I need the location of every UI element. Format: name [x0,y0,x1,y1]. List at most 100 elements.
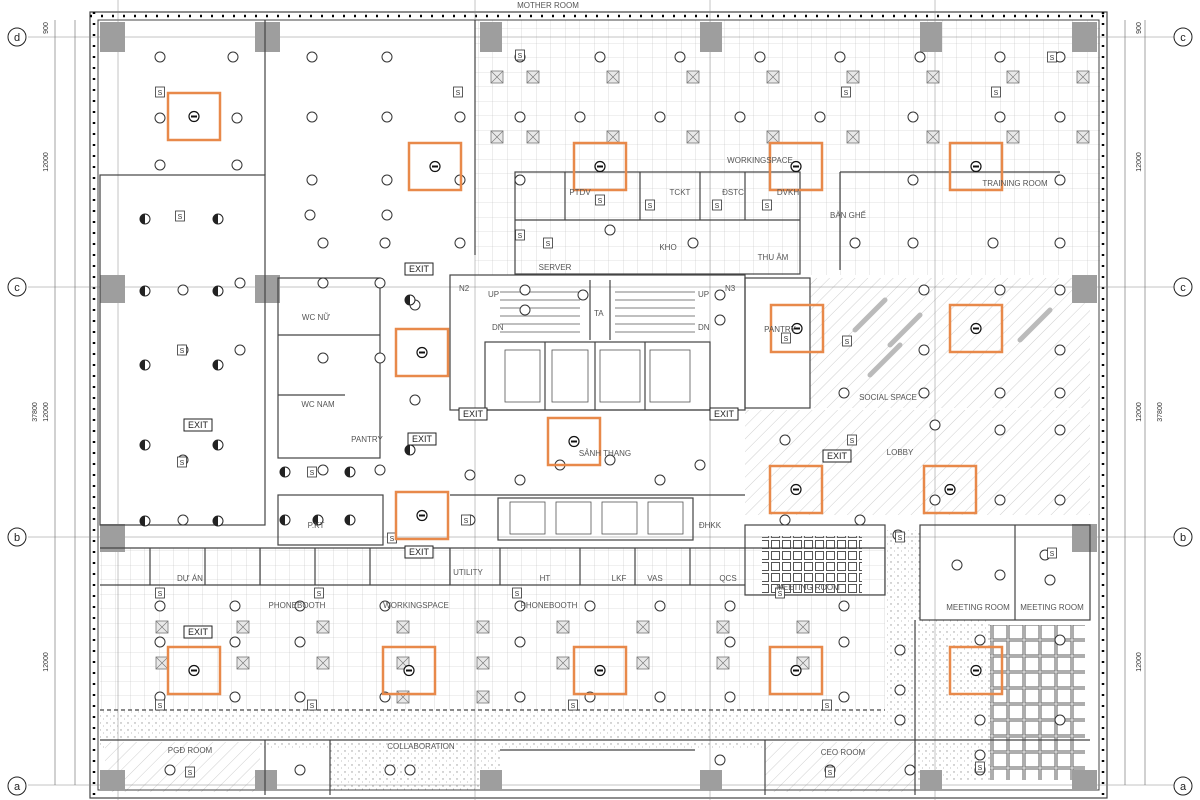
downlight-39 [1054,237,1066,249]
downlight-71 [294,636,306,648]
half-light-14 [404,444,416,456]
svg-text:S: S [1050,55,1055,62]
axis-bubble-left-c [7,277,27,297]
room-label-meeting-room-1: MEETING ROOM [776,583,840,592]
downlight-60 [724,600,736,612]
stair-label-dn-2: DN [698,323,710,332]
structural-columns [100,22,1097,790]
exit-signs: EXIT EXIT EXIT EXIT EXIT EXIT EXIT EXIT [183,262,852,639]
panel-light-27 [155,620,169,634]
panel-light-20 [316,656,330,670]
downlight-41 [849,237,861,249]
dim-left-bay-upper: 12000 [43,152,50,172]
downlight-125 [929,494,941,506]
half-light-0 [139,213,151,225]
downlight-132 [1054,714,1066,726]
half-light-6 [139,439,151,451]
dim-right-bay-middle: 12000 [1136,402,1143,422]
room-label-pantry-right: PANTRY [764,325,796,334]
highlighted-fixture-6 [546,416,602,467]
sensor-box-26: S [568,699,578,711]
room-label-du-an: DỰ ÁN [177,574,203,583]
svg-text:S: S [1050,551,1055,558]
svg-text:S: S [715,203,720,210]
sensor-box-7: S [645,199,655,211]
half-light-12 [279,514,291,526]
room-label-social-space: SOCIAL SPACE [859,393,917,402]
svg-text:S: S [178,214,183,221]
svg-text:S: S [464,518,469,525]
room-label-meeting-room-2: MEETING ROOM [946,603,1010,612]
panel-light-6 [606,70,620,84]
ceo-hatch [765,742,915,792]
downlight-51 [994,387,1006,399]
downlight-120 [929,419,941,431]
downlight-33 [994,111,1006,123]
sensor-box-10: S [841,86,851,98]
downlight-77 [164,764,176,776]
half-light-9 [212,515,224,527]
downlight-76 [838,600,850,612]
highlighted-fixture-0 [166,91,222,142]
sensor-box-18: S [461,514,471,526]
room-label-dstc: ĐSTC [722,188,744,197]
panel-light-14 [1006,70,1020,84]
downlight-61 [154,636,166,648]
sensor-box-22: S [775,587,785,599]
downlight-95 [374,352,386,364]
downlight-93 [374,277,386,289]
zones [100,20,1100,792]
svg-text:S: S [778,591,783,598]
downlight-80 [404,764,416,776]
svg-text:S: S [310,703,315,710]
downlight-126 [894,644,906,656]
panel-light-24 [636,656,650,670]
downlight-49 [838,387,850,399]
highlighted-fixture-16 [948,645,1004,696]
svg-text:S: S [515,591,520,598]
downlight-46 [994,284,1006,296]
room-label-p-kt: P.KT [308,521,325,530]
sensor-box-33: S [595,194,605,206]
downlight-92 [317,277,329,289]
svg-text:S: S [828,770,833,777]
downlight-6 [306,174,318,186]
room-label-pantry-left: PANTRY [351,435,383,444]
downlight-8 [231,112,243,124]
downlight-7 [381,174,393,186]
panel-light-12 [1076,130,1090,144]
highlighted-fixture-12 [166,645,222,696]
half-light-13 [344,514,356,526]
downlight-2 [306,51,318,63]
sensor-box-8: S [712,199,722,211]
downlight-13 [381,209,393,221]
downlight-90 [1044,574,1056,586]
svg-text:S: S [390,536,395,543]
sensor-box-2: S [177,344,187,356]
svg-text:S: S [456,90,461,97]
axis-label-right-a: a [1180,781,1187,793]
room-label-mother-room: MOTHER ROOM [517,1,579,10]
half-light-16 [312,514,324,526]
stair-label-ta: TA [594,309,604,318]
room-label-utility: UTILITY [453,568,483,577]
axis-bubble-right-c2 [1173,277,1193,297]
downlight-20 [574,111,586,123]
half-light-3 [212,285,224,297]
downlight-83 [904,764,916,776]
ceiling-grate [990,625,1085,780]
panel-light-30 [636,620,650,634]
panel-light-13 [926,70,940,84]
dim-right-bay-upper: 12000 [1136,152,1143,172]
downlight-26 [674,51,686,63]
half-light-8 [139,515,151,527]
axis-bubble-right-a [1173,776,1193,796]
sensor-box-15: S [847,434,857,446]
downlight-32 [907,111,919,123]
downlight-99 [374,464,386,476]
downlight-74 [838,636,850,648]
downlight-70 [229,636,241,648]
dim-left-bay-middle: 12000 [43,402,50,422]
room-label-thu-am: THU ÂM [758,253,789,262]
